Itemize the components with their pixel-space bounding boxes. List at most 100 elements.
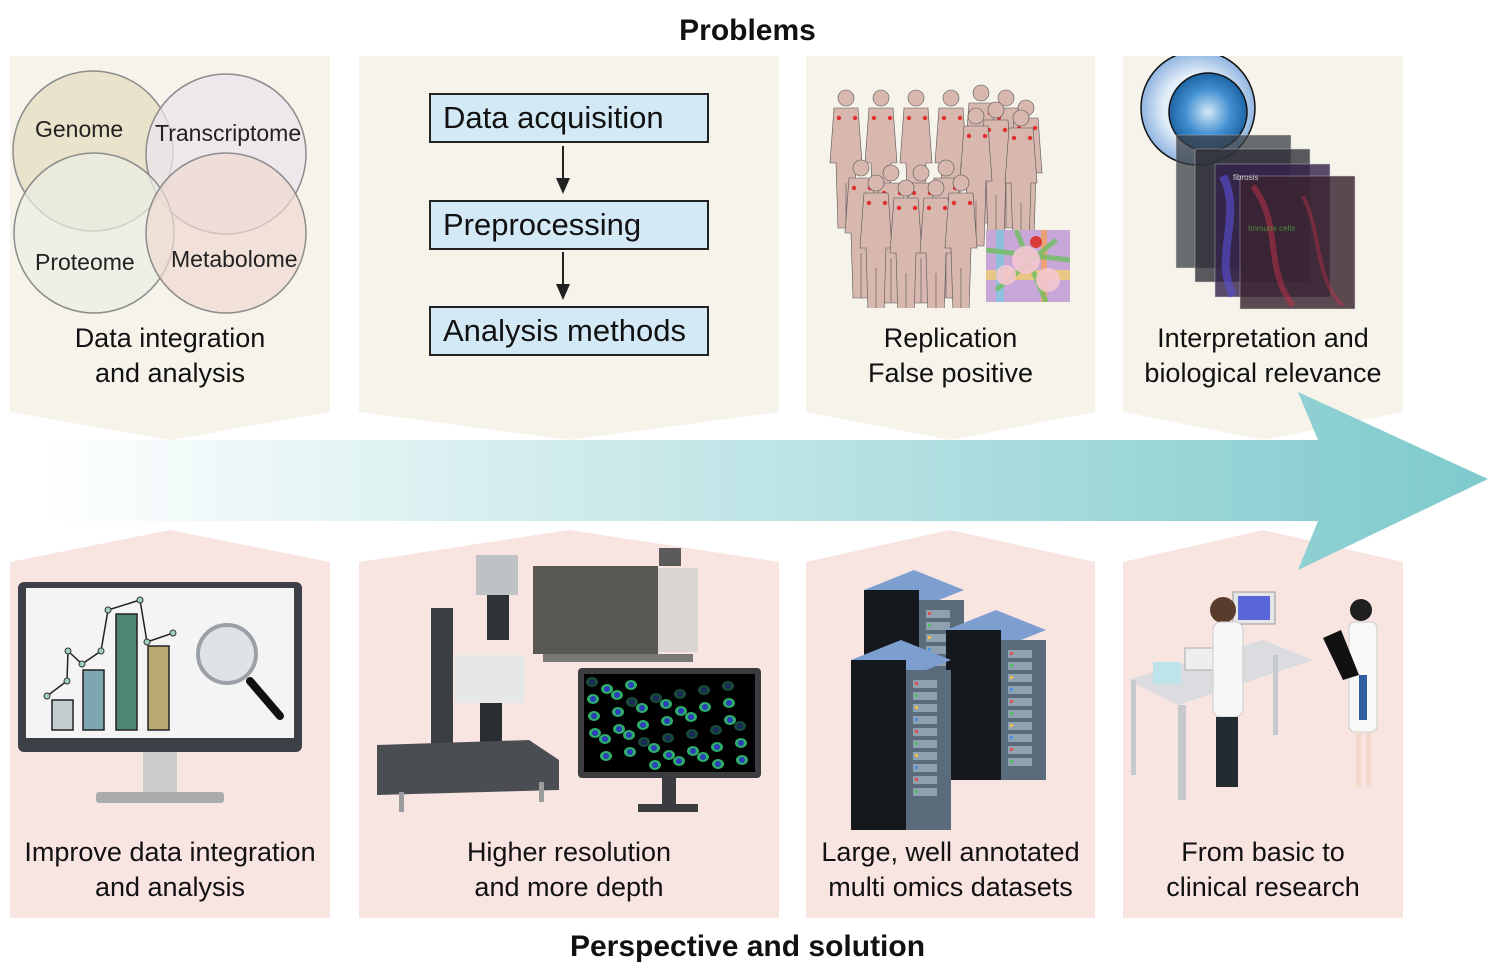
venn-label-transcriptome: Transcriptome xyxy=(155,120,302,146)
solution-panel-resolution: Higher resolution and more depth xyxy=(359,530,779,918)
cell-icon xyxy=(687,746,699,756)
venn-label-genome: Genome xyxy=(35,116,124,142)
cell-icon xyxy=(649,760,661,770)
cell-icon xyxy=(625,680,637,690)
cell-icon xyxy=(685,712,697,722)
chart-bar xyxy=(82,669,105,731)
caption-line: and analysis xyxy=(94,358,246,388)
perspective-heading: Perspective and solution xyxy=(569,930,926,963)
cell-icon xyxy=(648,743,660,753)
solution-caption: From basic to clinical research xyxy=(1123,835,1403,905)
server-rack-icon xyxy=(851,640,951,830)
cell-icon xyxy=(673,756,685,766)
cell-icon xyxy=(675,706,687,716)
problem-caption: Data integration and analysis xyxy=(10,321,330,391)
caption-line: From basic to xyxy=(1181,837,1345,867)
cell-icon xyxy=(637,720,649,730)
arrow-down-icon xyxy=(556,252,570,300)
cell-icon xyxy=(710,725,722,735)
human-figure-icon xyxy=(1004,109,1038,249)
cell-icon xyxy=(723,698,735,708)
caption-line: multi omics datasets xyxy=(828,872,1073,902)
server-rack-icon xyxy=(946,610,1046,780)
cell-icon xyxy=(661,716,673,726)
network-map-icon xyxy=(986,230,1070,302)
cell-icon xyxy=(734,721,746,731)
microscope-illustration xyxy=(377,555,559,812)
solution-panel-datasets: Large, well annotated multi omics datase… xyxy=(806,530,1095,918)
cell-icon xyxy=(613,724,625,734)
cell-icon xyxy=(663,750,675,760)
cell-icon xyxy=(636,703,648,713)
cell-icon xyxy=(712,759,724,769)
cell-icon xyxy=(662,733,674,743)
problem-panel-workflow: Data acquisition Preprocessing Analysis … xyxy=(359,56,779,440)
chart-bar xyxy=(115,613,138,731)
solution-caption: Improve data integration and analysis xyxy=(10,835,330,905)
clipboard-icon xyxy=(1323,630,1359,680)
venn-diagram xyxy=(12,70,307,314)
cell-icon xyxy=(722,681,734,691)
cell-icon xyxy=(735,738,747,748)
cell-icon xyxy=(611,690,623,700)
cell-icon xyxy=(600,751,612,761)
caption-line: Interpretation and xyxy=(1157,323,1369,353)
caption-line: Replication xyxy=(883,323,1018,353)
venn-label-metabolome: Metabolome xyxy=(171,246,298,272)
solution-caption: Large, well annotated multi omics datase… xyxy=(806,835,1095,905)
image-label-fibrosis: fibrosis xyxy=(1233,173,1258,182)
cell-icon xyxy=(601,684,613,694)
image-label-immune-cells: Immune cells xyxy=(1248,224,1295,233)
test-tubes-icon xyxy=(1153,662,1181,684)
monitor-chart-illustration xyxy=(18,582,302,803)
fluorescence-monitor-icon xyxy=(578,668,761,812)
cell-icon xyxy=(599,734,611,744)
caption-line: Improve data integration xyxy=(24,837,316,867)
monitor-stand xyxy=(96,792,224,803)
caption-line: Data integration xyxy=(74,323,266,353)
venn-circle-metabolome xyxy=(145,152,307,314)
caption-line: clinical research xyxy=(1166,872,1360,902)
human-figure-icon xyxy=(944,174,978,308)
cell-icon xyxy=(623,730,635,740)
flow-step-analysis-methods: Analysis methods xyxy=(429,306,709,356)
problem-panel-replication: Replication False positive xyxy=(806,56,1095,440)
solution-panel-clinical: From basic to clinical research xyxy=(1123,530,1403,918)
cell-icon xyxy=(724,715,736,725)
doctor-head xyxy=(1350,599,1372,621)
problem-panel-data-integration: Genome Transcriptome Proteome Metabolome… xyxy=(10,56,330,440)
solution-caption: Higher resolution and more depth xyxy=(359,835,779,905)
solution-panel-data-integration: Improve data integration and analysis xyxy=(10,530,330,918)
scientist-coat xyxy=(1212,621,1244,718)
cell-icon xyxy=(660,699,672,709)
cell-icon xyxy=(674,689,686,699)
chart-bar xyxy=(147,645,170,731)
cell-icon xyxy=(711,742,723,752)
cell-icon xyxy=(686,729,698,739)
chart-bar xyxy=(51,699,74,731)
cell-icon xyxy=(624,747,636,757)
problem-caption: Replication False positive xyxy=(806,321,1095,391)
caption-line: Higher resolution xyxy=(466,837,672,867)
cell-icon xyxy=(697,752,709,762)
cell-icon xyxy=(699,702,711,712)
scientist-head xyxy=(1210,597,1236,623)
arrow-down-icon xyxy=(556,146,570,194)
problems-heading: Problems xyxy=(679,14,816,47)
venn-label-proteome: Proteome xyxy=(35,249,135,275)
cell-icon xyxy=(638,737,650,747)
human-population-illustration xyxy=(829,84,1043,308)
cell-icon xyxy=(586,677,598,687)
cell-tissue-layers-illustration: fibrosis Immune cells xyxy=(1140,56,1356,310)
problem-panel-interpretation: fibrosis Immune cells Interpretation and… xyxy=(1123,56,1403,440)
cell-icon xyxy=(588,711,600,721)
cell-icon xyxy=(650,693,662,703)
cell-icon xyxy=(626,697,638,707)
caption-line: and analysis xyxy=(94,872,246,902)
cell-icon xyxy=(736,755,748,765)
caption-line: Large, well annotated xyxy=(821,837,1080,867)
human-figure-icon xyxy=(889,179,923,308)
mass-spectrometer-icon xyxy=(533,548,698,662)
cell-icon xyxy=(698,685,710,695)
lab-clinical-illustration xyxy=(1128,591,1378,800)
